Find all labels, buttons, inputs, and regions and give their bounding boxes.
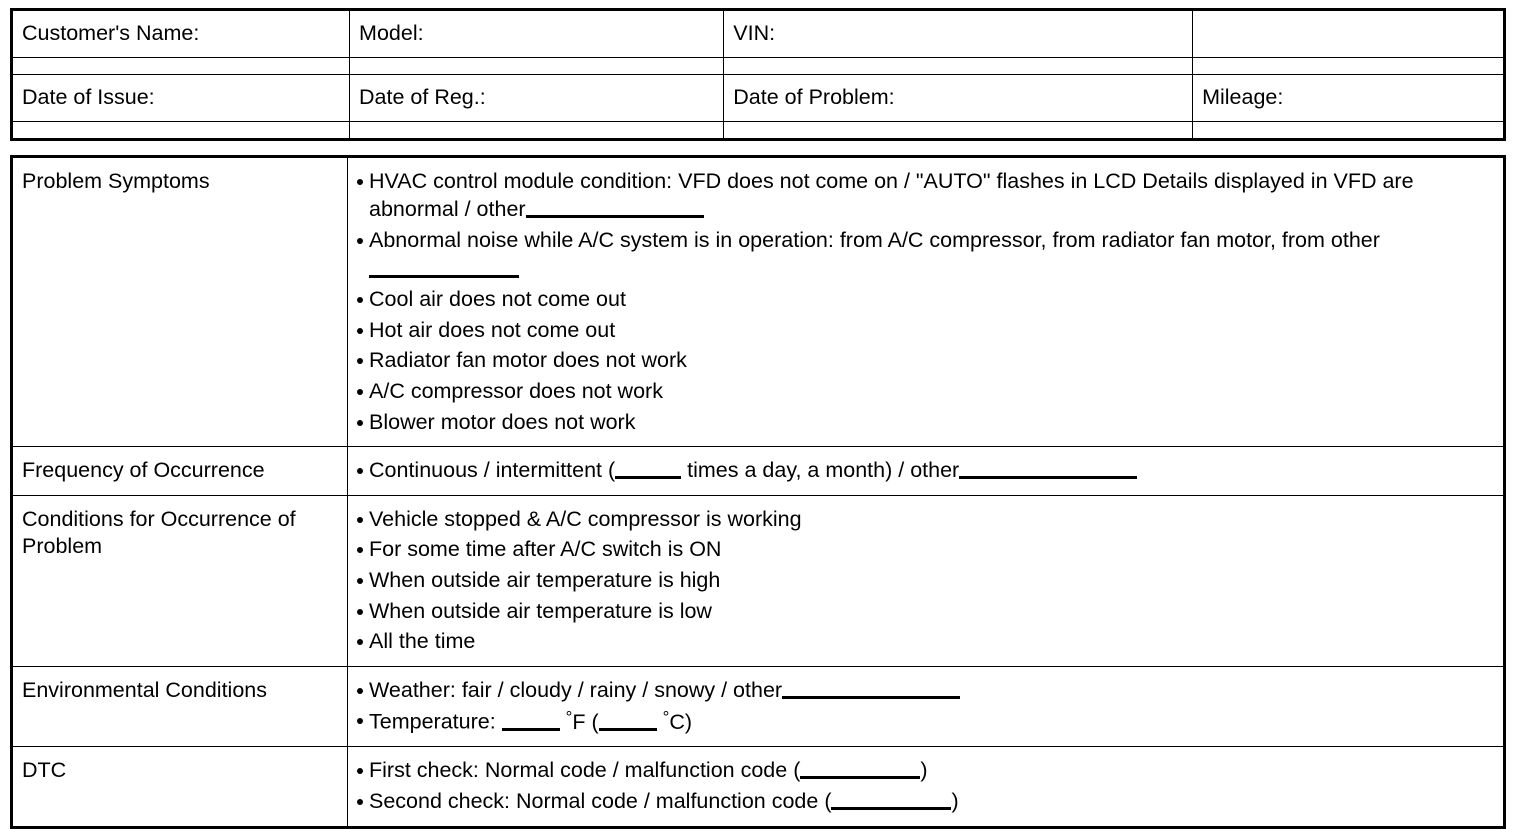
field-vin[interactable]: VIN: bbox=[723, 9, 1194, 58]
list-item[interactable]: First check: Normal code / malfunction c… bbox=[356, 756, 1495, 785]
option-list: Continuous / intermittent ( times a day,… bbox=[356, 456, 1495, 485]
identification-row: Date of Issue:Date of Reg.:Date of Probl… bbox=[10, 73, 1505, 122]
identification-entry-row bbox=[10, 120, 1505, 140]
list-item[interactable]: When outside air temperature is high bbox=[356, 566, 1495, 595]
option-list: Vehicle stopped & A/C compressor is work… bbox=[356, 505, 1495, 656]
table-row: Problem Symptoms HVAC control module cond… bbox=[11, 155, 1505, 448]
list-item[interactable]: Hot air does not come out bbox=[356, 316, 1495, 345]
option-text: When outside air temperature is low bbox=[369, 598, 712, 623]
degree-unit: °F ( bbox=[565, 707, 599, 734]
option-text: When outside air temperature is high bbox=[369, 568, 721, 592]
row-heading: DTC bbox=[11, 746, 348, 828]
row-heading: Frequency of Occurrence bbox=[11, 446, 348, 496]
option-text: A/C compressor does not work bbox=[369, 379, 663, 404]
field-customer-name[interactable]: Customer's Name: bbox=[10, 9, 351, 58]
entry-blank[interactable] bbox=[349, 56, 725, 75]
row-heading: Environmental Conditions bbox=[11, 665, 348, 748]
fill-in-blank[interactable] bbox=[831, 787, 952, 810]
list-item[interactable]: Continuous / intermittent ( times a day,… bbox=[356, 456, 1495, 485]
option-text: Blower motor does not work bbox=[369, 409, 636, 434]
option-text: Abnormal noise while A/C system is in op… bbox=[369, 228, 1380, 253]
list-item[interactable]: Second check: Normal code / malfunction … bbox=[356, 787, 1495, 816]
option-text: All the time bbox=[369, 629, 476, 654]
option-text: Temperature: bbox=[369, 709, 502, 734]
option-text: Cool air does not come out bbox=[369, 287, 626, 312]
identification-rows: Customer's Name:Model:VIN: Date of Issue:… bbox=[10, 9, 1505, 140]
list-item[interactable]: A/C compressor does not work bbox=[356, 377, 1495, 406]
degree-unit: °C) bbox=[662, 707, 693, 734]
fill-in-blank[interactable] bbox=[782, 676, 961, 699]
option-text: For some time after A/C switch is ON bbox=[369, 537, 722, 562]
table-row: Environmental Conditions Weather: fair / … bbox=[11, 665, 1505, 748]
field-date-of-issue[interactable]: Date of Issue: bbox=[10, 73, 351, 122]
row-options: First check: Normal code / malfunction c… bbox=[347, 746, 1505, 828]
fill-in-blank[interactable] bbox=[525, 196, 704, 219]
fill-in-blank[interactable] bbox=[598, 708, 657, 731]
table-separator-strip bbox=[10, 141, 1506, 155]
field-mileage[interactable]: Mileage: bbox=[1192, 73, 1505, 122]
entry-blank[interactable] bbox=[723, 120, 1194, 140]
problem-detail-rows: Problem Symptoms HVAC control module cond… bbox=[11, 155, 1505, 828]
option-list: Weather: fair / cloudy / rainy / snowy /… bbox=[356, 676, 1495, 737]
list-item[interactable]: When outside air temperature is low bbox=[356, 597, 1495, 626]
fill-in-blank[interactable] bbox=[501, 708, 560, 731]
fill-in-blank[interactable] bbox=[369, 255, 519, 278]
option-list: HVAC control module condition: VFD does … bbox=[356, 167, 1495, 436]
option-list: First check: Normal code / malfunction c… bbox=[356, 756, 1495, 815]
option-text: times a day, a month) / other bbox=[681, 458, 960, 483]
entry-blank[interactable] bbox=[10, 56, 351, 75]
option-text: ) bbox=[920, 758, 928, 783]
table-row: Frequency of Occurrence Continuous / inte… bbox=[11, 446, 1505, 496]
fill-in-blank[interactable] bbox=[959, 456, 1138, 480]
problem-details-table: Problem Symptoms HVAC control module cond… bbox=[10, 154, 1506, 829]
entry-blank[interactable] bbox=[1192, 120, 1505, 140]
identification-entry-row bbox=[10, 56, 1505, 75]
list-item[interactable]: HVAC control module condition: VFD does … bbox=[356, 167, 1495, 224]
list-item[interactable]: Weather: fair / cloudy / rainy / snowy /… bbox=[356, 676, 1495, 705]
option-text: Hot air does not come out bbox=[369, 317, 616, 342]
list-item[interactable]: For some time after A/C switch is ON bbox=[356, 535, 1495, 564]
fill-in-blank[interactable] bbox=[800, 757, 921, 780]
entry-blank[interactable] bbox=[1192, 56, 1505, 75]
table-row: DTC First check: Normal code / malfunctio… bbox=[11, 746, 1505, 828]
list-item[interactable]: Vehicle stopped & A/C compressor is work… bbox=[356, 505, 1495, 534]
option-text: ) bbox=[951, 788, 959, 813]
option-text: Continuous / intermittent ( bbox=[369, 458, 616, 483]
option-text: Second check: Normal code / malfunction … bbox=[369, 788, 832, 813]
list-item[interactable]: Radiator fan motor does not work bbox=[356, 346, 1495, 375]
row-options: Vehicle stopped & A/C compressor is work… bbox=[347, 494, 1505, 667]
entry-blank[interactable] bbox=[10, 120, 351, 140]
table-row: Conditions for Occurrence of Problem Vehi… bbox=[11, 494, 1505, 667]
field-model[interactable]: Model: bbox=[349, 9, 725, 58]
entry-blank[interactable] bbox=[723, 56, 1194, 75]
list-item[interactable]: Blower motor does not work bbox=[356, 408, 1495, 437]
option-text: Radiator fan motor does not work bbox=[369, 348, 687, 373]
field-date-of-reg[interactable]: Date of Reg.: bbox=[349, 73, 725, 122]
row-options: HVAC control module condition: VFD does … bbox=[347, 155, 1505, 448]
list-item[interactable]: Abnormal noise while A/C system is in op… bbox=[356, 226, 1495, 283]
option-text: Vehicle stopped & A/C compressor is work… bbox=[369, 506, 802, 531]
row-heading: Conditions for Occurrence of Problem bbox=[11, 494, 348, 667]
vehicle-identification-table: Customer's Name:Model:VIN: Date of Issue:… bbox=[10, 8, 1506, 141]
entry-blank[interactable] bbox=[349, 120, 725, 140]
list-item[interactable]: Cool air does not come out bbox=[356, 285, 1495, 314]
identification-row: Customer's Name:Model:VIN: bbox=[10, 9, 1505, 58]
fill-in-blank[interactable] bbox=[615, 456, 682, 480]
option-text: First check: Normal code / malfunction c… bbox=[369, 758, 801, 783]
row-options: Continuous / intermittent ( times a day,… bbox=[347, 446, 1505, 496]
row-options: Weather: fair / cloudy / rainy / snowy /… bbox=[347, 665, 1505, 748]
row-heading: Problem Symptoms bbox=[11, 155, 348, 448]
list-item[interactable]: All the time bbox=[356, 627, 1495, 656]
field-date-of-problem[interactable]: Date of Problem: bbox=[723, 73, 1194, 122]
option-text: HVAC control module condition: VFD does … bbox=[369, 168, 1414, 222]
option-text: Weather: fair / cloudy / rainy / snowy /… bbox=[369, 677, 783, 702]
field-extra[interactable] bbox=[1192, 9, 1505, 58]
list-item[interactable]: Temperature: °F ( °C) bbox=[356, 706, 1495, 736]
